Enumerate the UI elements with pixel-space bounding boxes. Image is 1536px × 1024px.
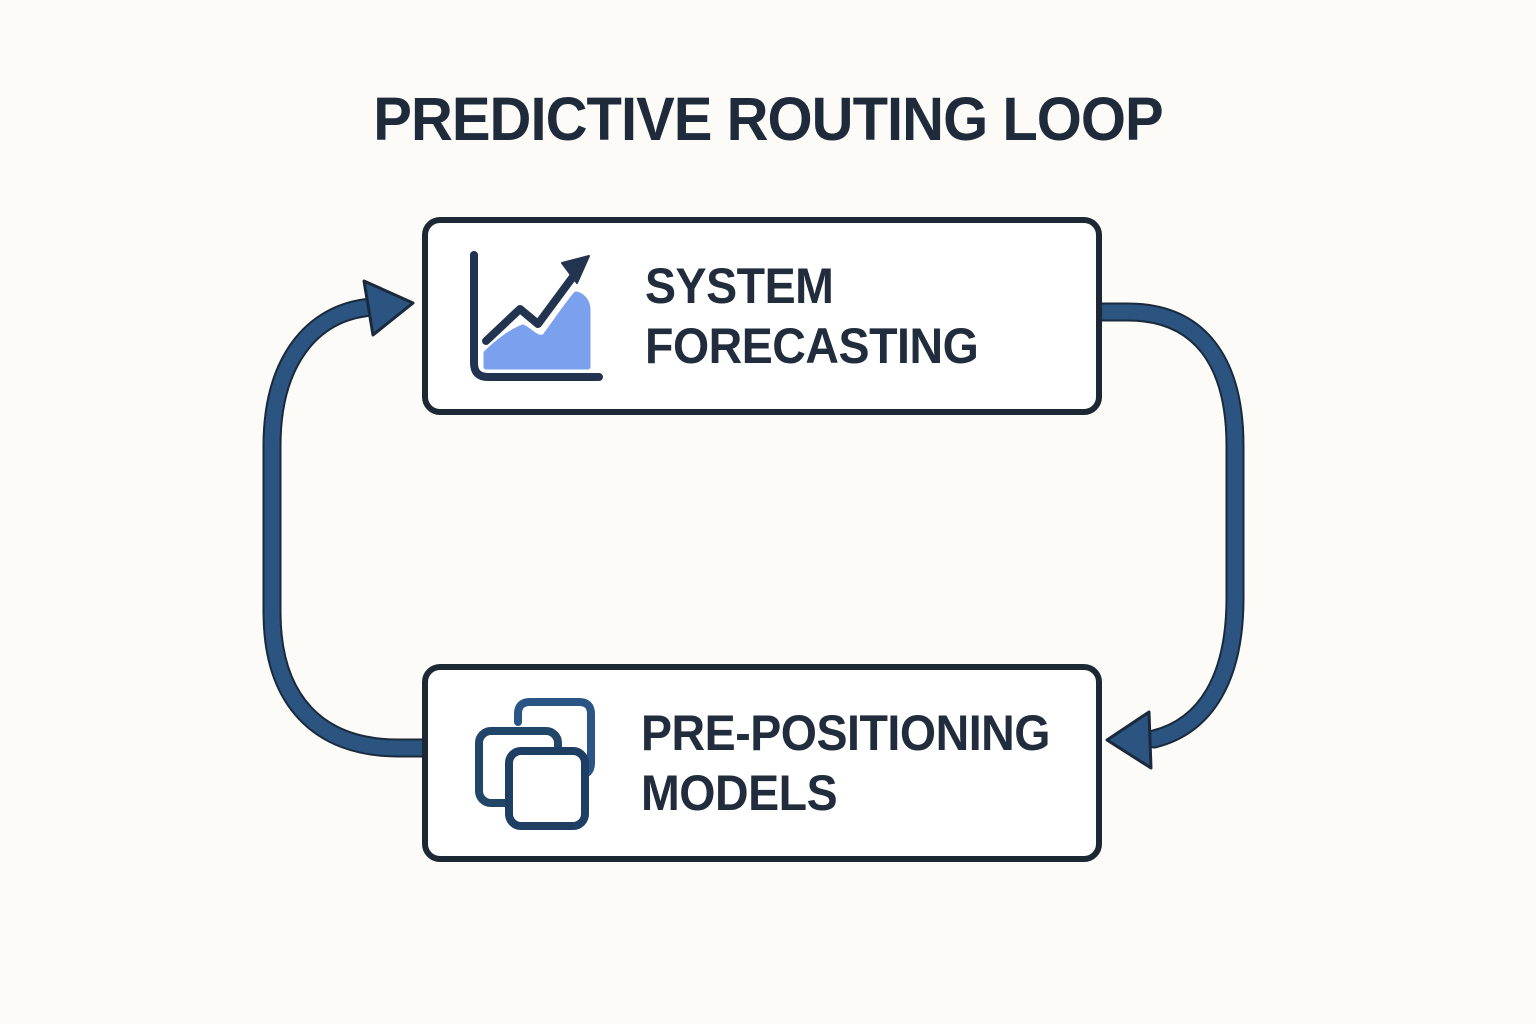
overlapping-squares-icon [475,698,595,830]
arrow-down-right [1090,302,1245,770]
node-label: SYSTEM FORECASTING [645,258,979,374]
node-pre-positioning-models: PRE-POSITIONING MODELS [422,664,1102,862]
node-label: PRE-POSITIONING MODELS [641,705,1050,821]
arrowhead-right-icon [362,279,415,337]
diagram-title: PREDICTIVE ROUTING LOOP [373,85,1163,153]
trend-chart-icon [470,250,603,381]
node-system-forecasting: SYSTEM FORECASTING [422,217,1102,415]
arrowhead-left-icon [1105,710,1153,770]
arrow-up-left [262,279,434,758]
